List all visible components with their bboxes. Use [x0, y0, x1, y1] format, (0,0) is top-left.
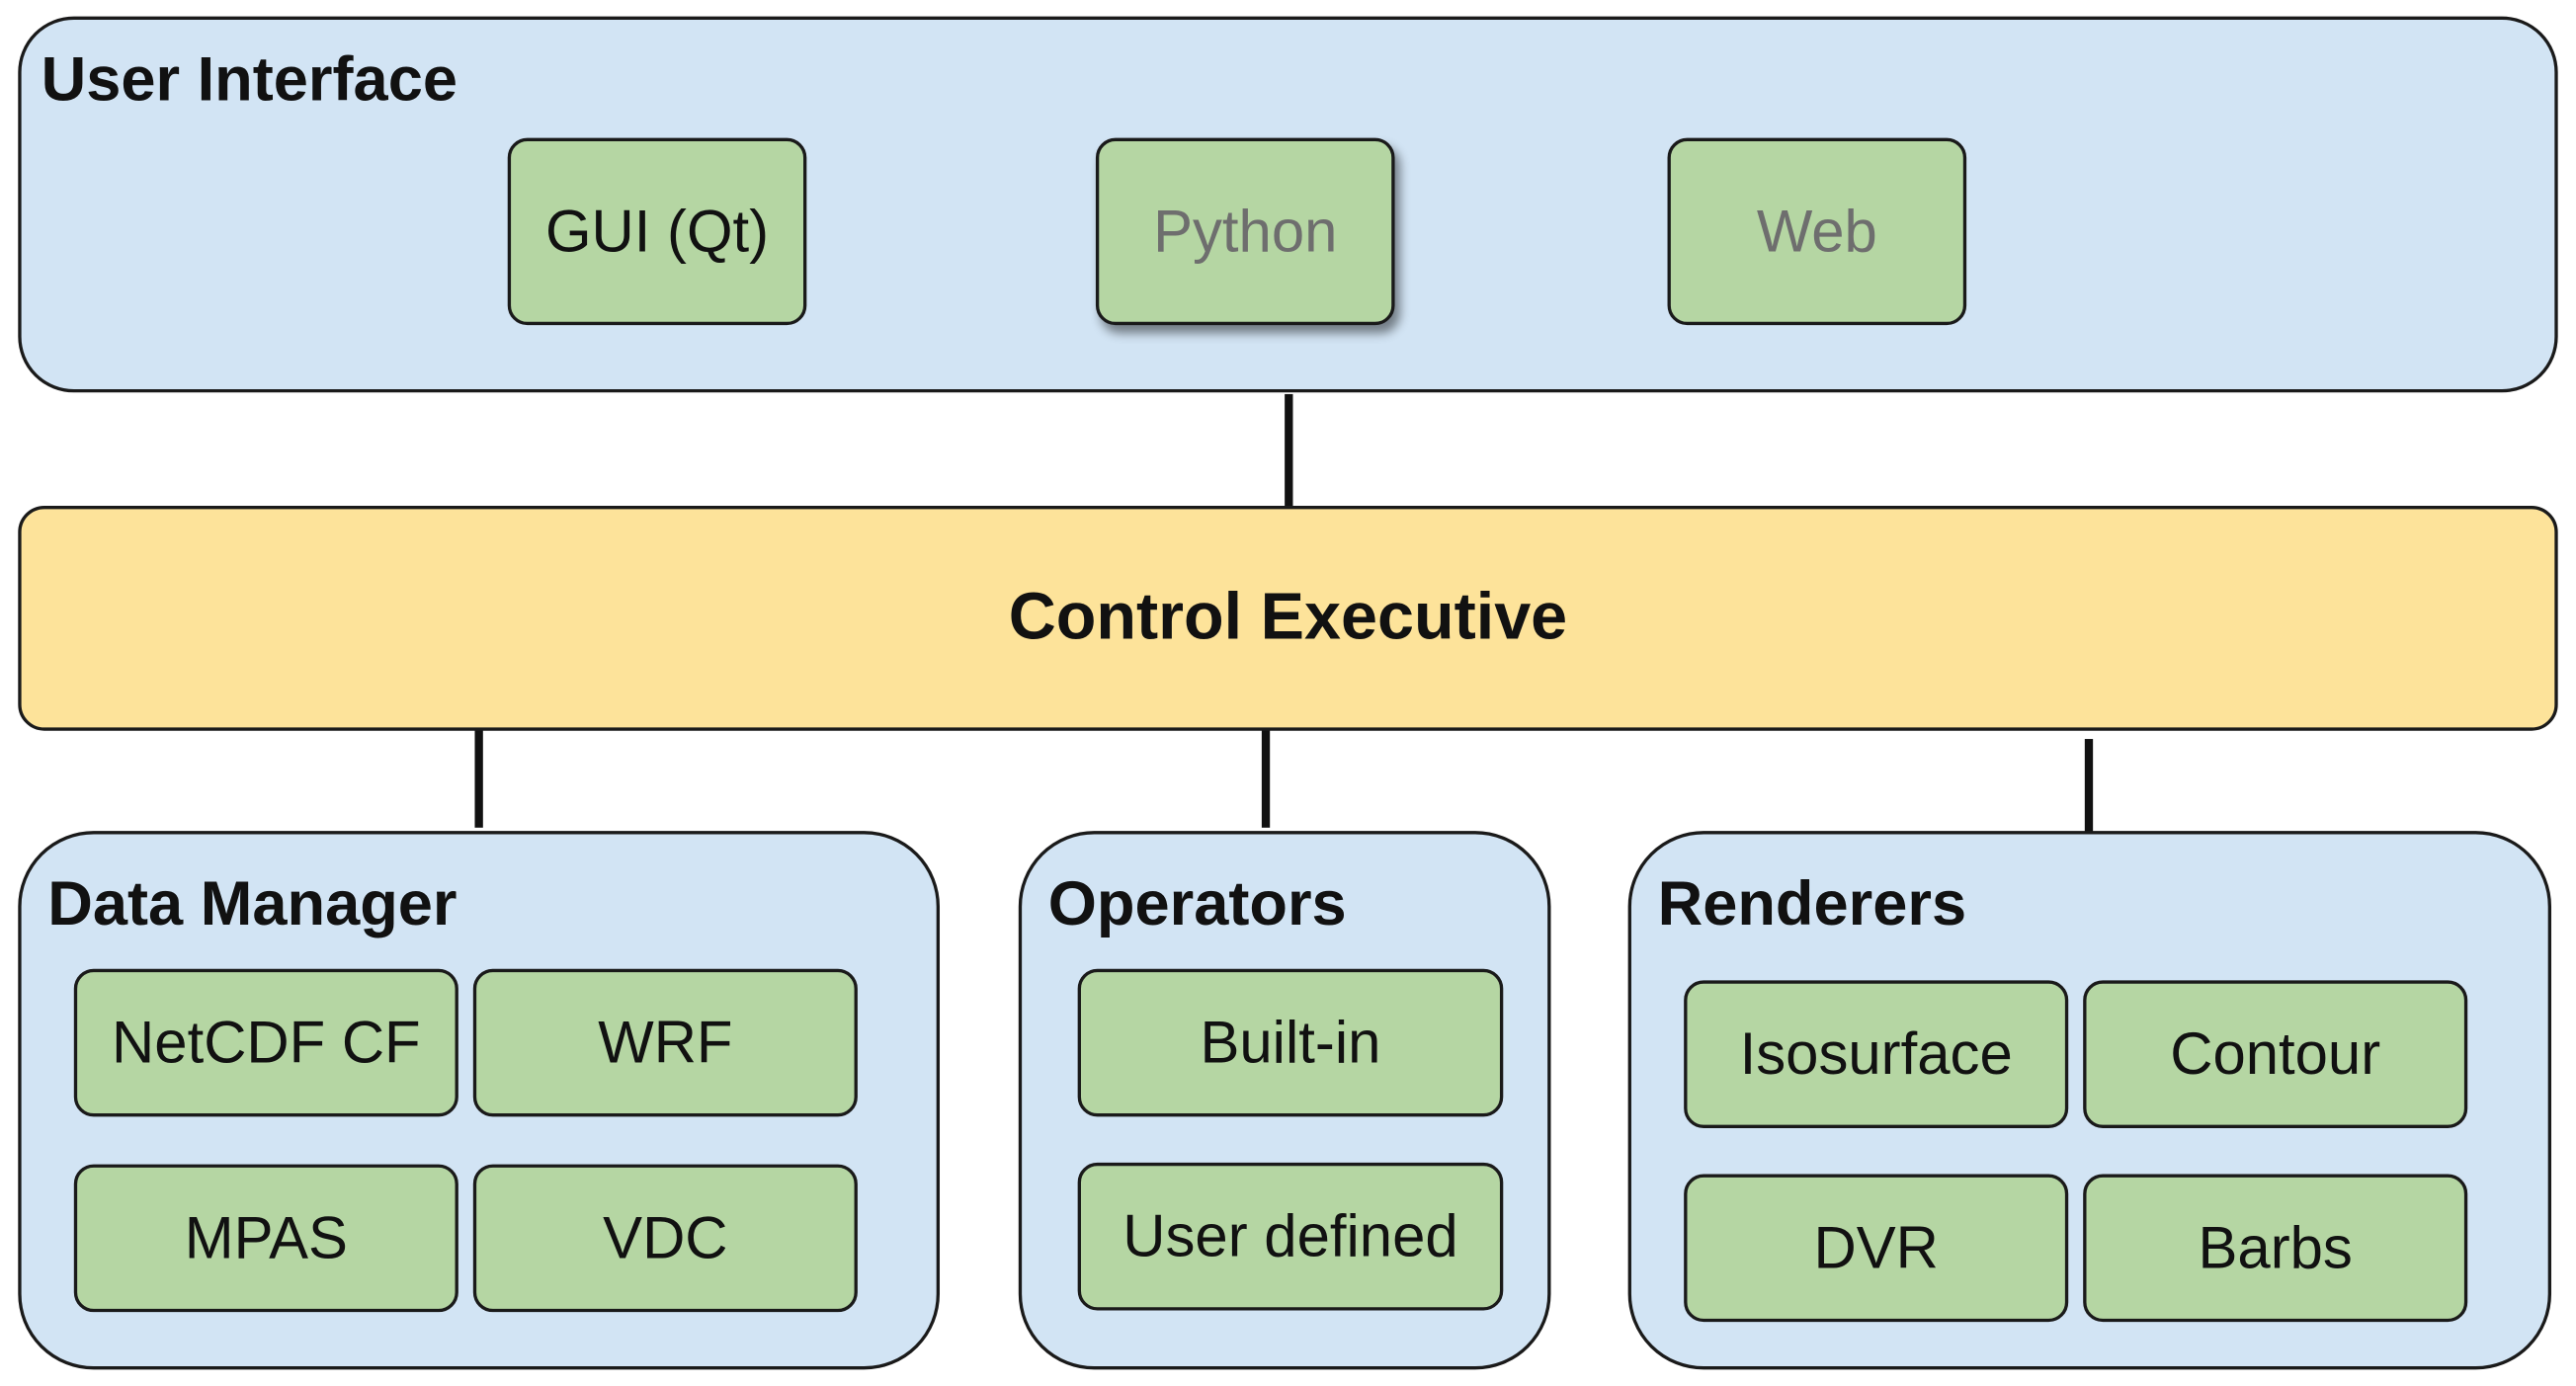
renderers-title: Renderers [1657, 870, 1967, 939]
connector-executive-renderers [2084, 739, 2094, 838]
connector-executive-operators [1261, 729, 1271, 828]
netcdf-cf-module: NetCDF CF [73, 968, 458, 1117]
connector-executive-data-manager [474, 729, 483, 828]
data-manager-title: Data Manager [47, 870, 457, 939]
barbs-module: Barbs [2083, 1174, 2468, 1323]
user-interface-title: User Interface [41, 45, 457, 116]
built-in-module: Built-in [1077, 968, 1504, 1117]
data-manager-panel: Data Manager NetCDF CF WRF MPAS VDC [18, 831, 941, 1370]
isosurface-module: Isosurface [1684, 980, 2069, 1129]
vdc-module: VDC [472, 1164, 858, 1313]
connector-ui-executive [1285, 393, 1293, 506]
gui-qt-module: GUI (Qt) [507, 137, 807, 326]
operators-title: Operators [1047, 870, 1347, 939]
renderers-panel: Renderers Isosurface Contour DVR Barbs [1627, 831, 2552, 1370]
dvr-module: DVR [1684, 1174, 2069, 1323]
python-module: Python [1095, 137, 1395, 326]
wrf-module: WRF [472, 968, 858, 1117]
user-defined-module: User defined [1077, 1162, 1504, 1311]
operators-panel: Operators Built-in User defined [1018, 831, 1551, 1370]
contour-module: Contour [2083, 980, 2468, 1129]
control-executive-bar: Control Executive [18, 505, 2558, 731]
mpas-module: MPAS [73, 1164, 458, 1313]
web-module: Web [1667, 137, 1967, 326]
user-interface-panel: User Interface GUI (Qt) Python Web [18, 16, 2558, 393]
